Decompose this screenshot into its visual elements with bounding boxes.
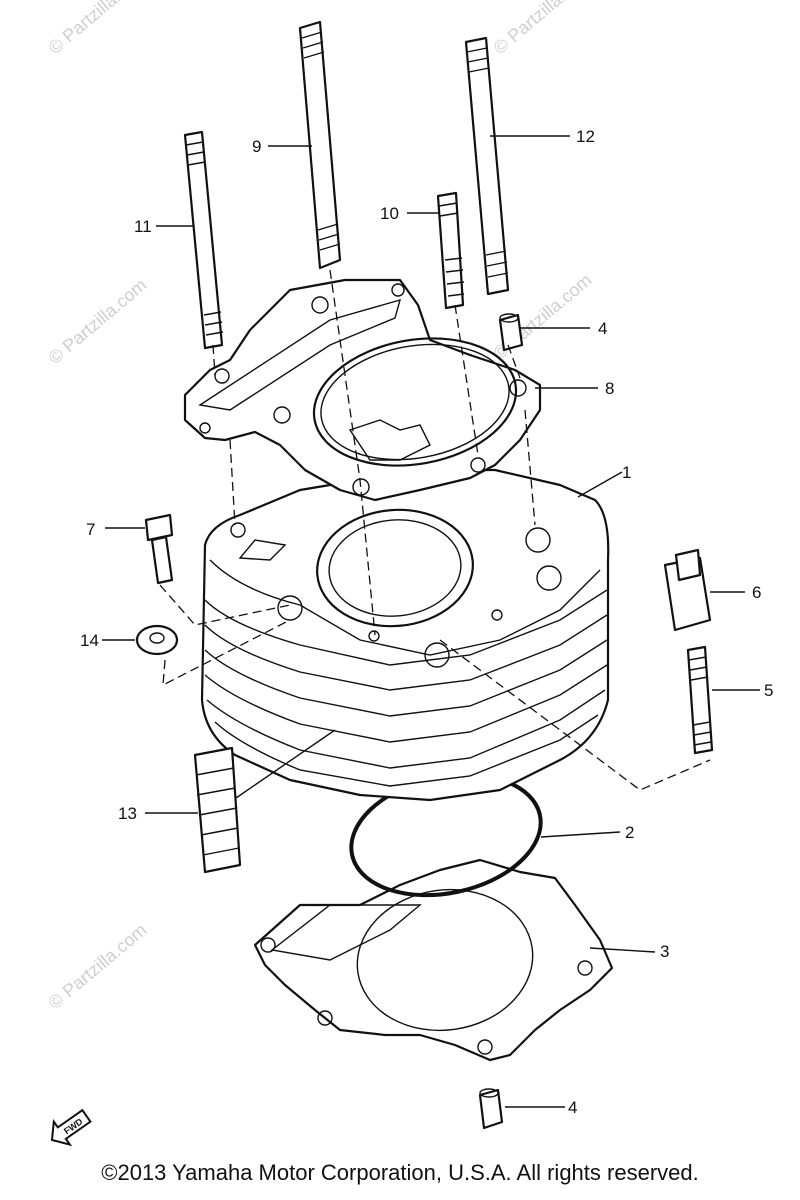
callout-8: 8 <box>605 379 614 398</box>
leader-lines <box>102 135 760 1108</box>
bolt-7 <box>144 513 174 585</box>
watermark-lower-left: © Partzilla.com <box>45 920 151 1013</box>
stud-9 <box>298 20 342 270</box>
cylinder-body <box>200 468 610 802</box>
assembly-lines <box>159 269 711 791</box>
sleeve-13 <box>193 746 242 874</box>
stud-11 <box>183 130 224 350</box>
fwd-arrow-icon: FWD <box>50 1108 92 1147</box>
callout-5: 5 <box>764 681 773 700</box>
callout-labels: 1 2 3 4 4 5 6 7 8 9 10 11 12 13 14 <box>80 127 773 1117</box>
callout-1: 1 <box>622 463 631 482</box>
dowel-pin-bottom <box>478 1088 504 1130</box>
callout-14: 14 <box>80 631 99 650</box>
head-gasket <box>183 278 542 502</box>
callout-9: 9 <box>252 137 261 156</box>
callout-11: 11 <box>134 217 152 236</box>
watermark-mid-left: © Partzilla.com <box>45 275 151 368</box>
stud-5 <box>686 645 714 755</box>
watermark-top-left: © Partzilla.com <box>45 0 151 58</box>
plug-bolt <box>663 548 712 632</box>
callout-4-top: 4 <box>598 319 607 338</box>
callout-10: 10 <box>380 204 399 223</box>
callout-6: 6 <box>752 583 761 602</box>
callout-2: 2 <box>625 823 634 842</box>
callout-13: 13 <box>118 804 137 823</box>
copyright-notice: ©2013 Yamaha Motor Corporation, U.S.A. A… <box>101 1160 699 1185</box>
stud-12 <box>464 36 510 296</box>
watermark-top-right: © Partzilla.com <box>490 0 596 58</box>
dowel-pin-top <box>498 313 524 352</box>
callout-12: 12 <box>576 127 595 146</box>
callout-3: 3 <box>660 942 669 961</box>
base-gasket <box>253 858 614 1062</box>
callout-7: 7 <box>86 520 95 539</box>
washer-14 <box>135 624 179 656</box>
stud-10 <box>436 191 465 310</box>
callout-4-bottom: 4 <box>568 1098 577 1117</box>
